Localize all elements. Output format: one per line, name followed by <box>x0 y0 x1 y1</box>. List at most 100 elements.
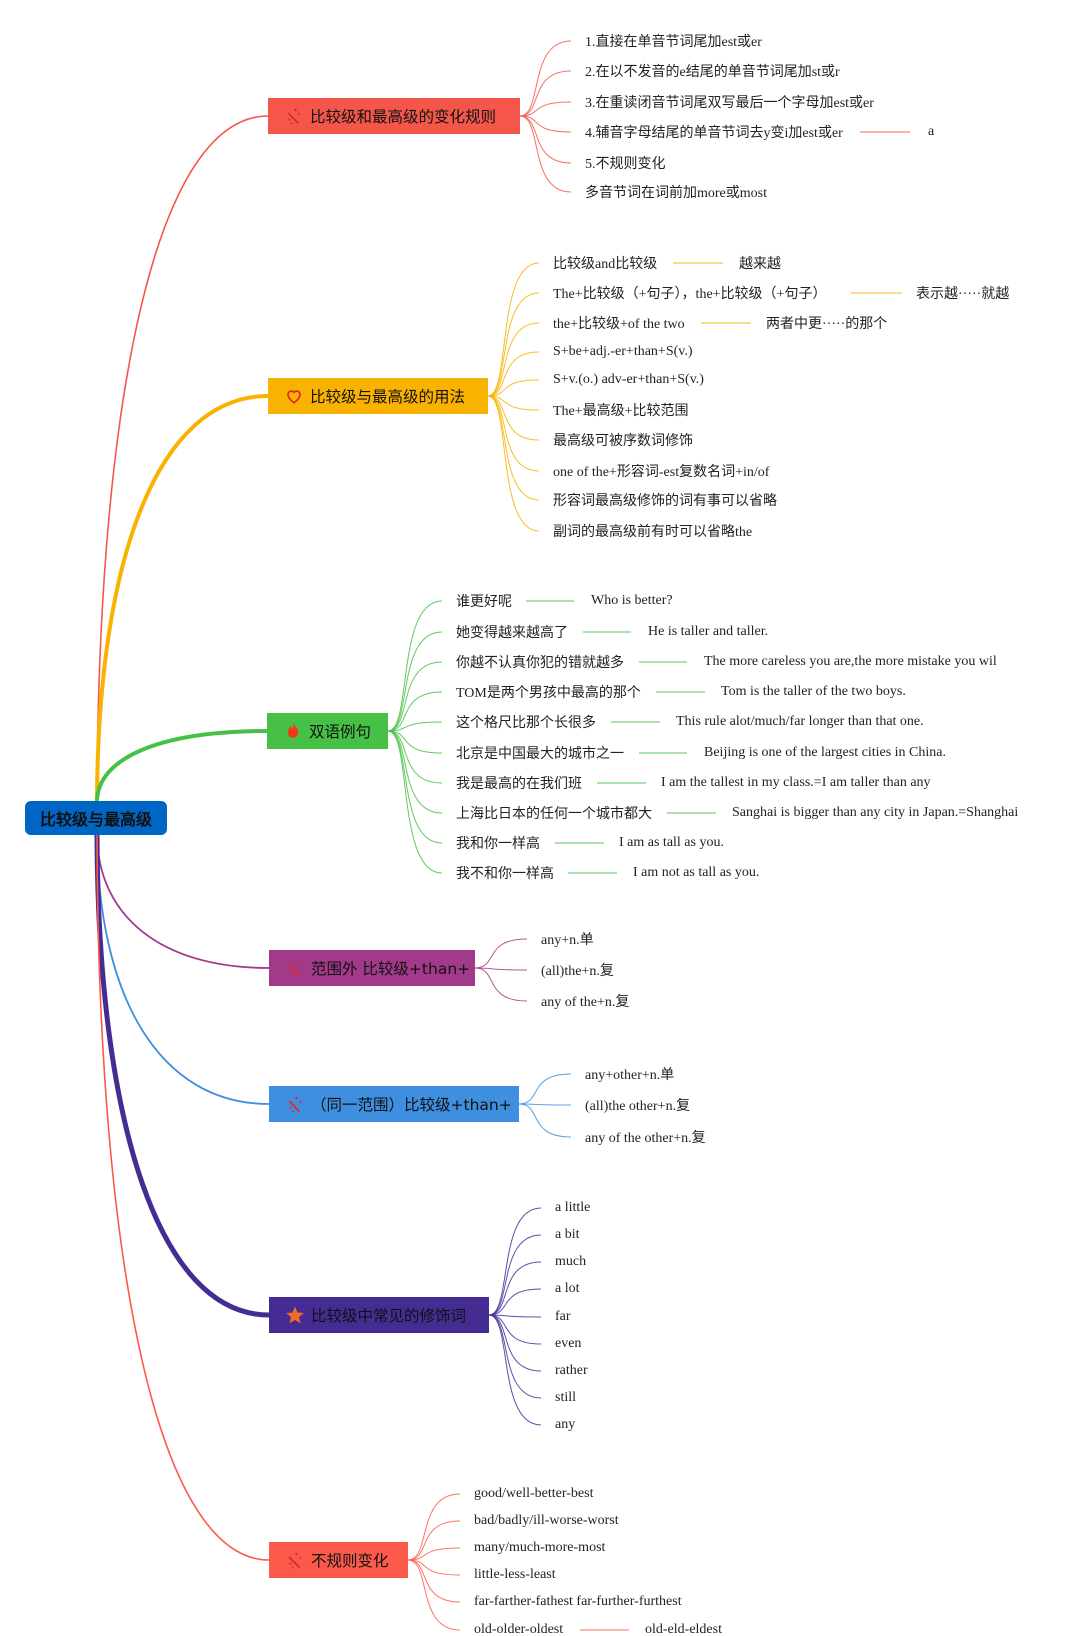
root-connector-3 <box>96 834 270 969</box>
note-node[interactable]: 两者中更·····的那个 <box>766 317 888 332</box>
child-connector <box>488 1234 542 1316</box>
root-label: 比较级与最高级 <box>39 810 152 829</box>
child-node[interactable]: 比较级and比较级 <box>553 257 658 272</box>
branch-node-2[interactable]: 双语例句 <box>267 713 388 749</box>
note-node[interactable]: The more careless you are,the more mista… <box>704 654 997 669</box>
child-node[interactable]: rather <box>555 1363 588 1378</box>
root-connector-2 <box>95 729 268 802</box>
child-node[interactable]: 我和你一样高 <box>456 837 540 852</box>
child-node[interactable]: 她变得越来越高了 <box>456 626 568 641</box>
child-node[interactable]: good/well-better-best <box>474 1486 594 1501</box>
note-node[interactable]: Who is better? <box>591 593 673 608</box>
root-connector-1 <box>95 394 269 802</box>
child-node[interactable]: bad/badly/ill-worse-worst <box>474 1513 619 1528</box>
note-node[interactable]: a <box>928 124 935 139</box>
note-node[interactable]: old-eld-eldest <box>645 1622 722 1636</box>
child-node[interactable]: still <box>555 1390 577 1405</box>
branch-node-0[interactable]: 比较级和最高级的变化规则 <box>268 98 520 134</box>
child-connector <box>518 1073 572 1105</box>
branch-node-6[interactable]: 不规则变化 <box>269 1542 408 1578</box>
child-node[interactable]: S+v.(o.) adv-er+than+S(v.) <box>553 372 704 387</box>
child-node[interactable]: any+n.单 <box>541 933 594 948</box>
child-node[interactable]: 多音节词在词前加more或most <box>585 186 767 201</box>
child-node[interactable]: any of the other+n.复 <box>585 1131 706 1146</box>
child-node[interactable]: 5.不规则变化 <box>585 157 666 172</box>
branch-label: 范围外 比较级+than+ <box>311 960 471 978</box>
child-node[interactable]: far <box>555 1309 571 1324</box>
note-node[interactable]: Tom is the taller of the two boys. <box>721 684 906 699</box>
note-node[interactable]: Beijing is one of the largest cities in … <box>704 745 946 760</box>
branch-label: 比较级中常见的修饰词 <box>311 1307 467 1325</box>
note-node[interactable]: I am the tallest in my class.=I am talle… <box>661 775 931 790</box>
root-node[interactable]: 比较级与最高级 <box>25 801 167 835</box>
note-node[interactable]: 表示越·····就越 <box>916 287 1010 302</box>
child-node[interactable]: a bit <box>555 1227 580 1242</box>
child-connector <box>474 938 528 969</box>
child-node[interactable]: The+最高级+比较范围 <box>553 404 689 419</box>
child-node[interactable]: 这个格尺比那个长很多 <box>456 716 596 731</box>
star-icon <box>285 1305 305 1325</box>
child-node[interactable]: 你越不认真你犯的错就越多 <box>456 656 624 671</box>
note-node[interactable]: He is taller and taller. <box>648 624 769 639</box>
child-connector <box>518 1103 572 1138</box>
child-node[interactable]: many/much-more-most <box>474 1540 606 1555</box>
child-connector <box>488 1288 542 1316</box>
child-connector <box>519 70 572 117</box>
child-node[interactable]: 谁更好呢 <box>456 595 512 610</box>
branch-node-3[interactable]: 范围外 比较级+than+ <box>269 950 475 986</box>
child-connector <box>387 721 443 732</box>
child-connector <box>387 661 443 732</box>
child-connector <box>487 395 540 441</box>
root-connector-6 <box>96 834 270 1561</box>
child-connector <box>407 1559 461 1631</box>
child-node[interactable]: (all)the other+n.复 <box>585 1099 691 1114</box>
child-node[interactable]: 我不和你一样高 <box>456 867 554 882</box>
child-connector <box>487 292 540 397</box>
child-node[interactable]: The+比较级（+句子），the+比较级（+句子） <box>553 287 827 302</box>
child-node[interactable]: any of the+n.复 <box>541 995 630 1010</box>
child-connector <box>487 379 540 397</box>
child-node[interactable]: 1.直接在单音节词尾加est或er <box>585 35 762 50</box>
child-node[interactable]: old-older-oldest <box>474 1622 564 1636</box>
child-node[interactable]: 3.在重读闭音节词尾双写最后一个字母加est或er <box>585 96 874 111</box>
branch-node-4[interactable]: （同一范围）比较级+than+ <box>269 1086 519 1122</box>
child-connector <box>487 395 540 501</box>
child-node[interactable]: S+be+adj.-er+than+S(v.) <box>553 344 693 359</box>
child-node[interactable]: far-farther-fathest far-further-furthest <box>474 1594 682 1609</box>
child-connector <box>487 262 540 397</box>
root-connector-5 <box>94 834 270 1318</box>
child-connector <box>387 730 443 844</box>
child-connector <box>387 691 443 732</box>
note-node[interactable]: I am not as tall as you. <box>633 865 760 880</box>
child-node[interactable]: one of the+形容词-est复数名词+in/of <box>553 465 770 480</box>
magic-wand-icon <box>285 1094 305 1114</box>
child-node[interactable]: any <box>555 1417 576 1432</box>
child-node[interactable]: any+other+n.单 <box>585 1068 675 1083</box>
branch-node-1[interactable]: 比较级与最高级的用法 <box>268 378 488 414</box>
note-node[interactable]: This rule alot/much/far longer than that… <box>676 714 924 729</box>
child-node[interactable]: 副词的最高级前有时可以省略the <box>553 525 753 540</box>
branch-label: 比较级与最高级的用法 <box>310 388 466 406</box>
note-node[interactable]: 越来越 <box>739 257 781 272</box>
child-node[interactable]: a lot <box>555 1281 580 1296</box>
fire-icon <box>283 721 303 741</box>
magic-wand-icon <box>285 1550 305 1570</box>
child-node[interactable]: the+比较级+of the two <box>553 317 685 332</box>
branch-node-5[interactable]: 比较级中常见的修饰词 <box>269 1297 489 1333</box>
child-node[interactable]: 北京是中国最大的城市之一 <box>456 747 624 762</box>
child-node[interactable]: TOM是两个男孩中最高的那个 <box>456 686 641 701</box>
child-node[interactable]: much <box>555 1254 587 1269</box>
child-node[interactable]: 4.辅音字母结尾的单音节词去y变i加est或er <box>585 126 843 141</box>
note-node[interactable]: Sanghai is bigger than any city in Japan… <box>732 805 1019 820</box>
child-node[interactable]: even <box>555 1336 582 1351</box>
child-node[interactable]: (all)the+n.复 <box>541 964 614 979</box>
child-node[interactable]: a little <box>555 1200 591 1215</box>
note-node[interactable]: I am as tall as you. <box>619 835 724 850</box>
child-node[interactable]: little-less-least <box>474 1567 556 1582</box>
child-node[interactable]: 最高级可被序数词修饰 <box>553 434 693 449</box>
child-node[interactable]: 形容词最高级修饰的词有事可以省略 <box>553 494 777 509</box>
child-node[interactable]: 上海比日本的任何一个城市都大 <box>456 807 652 822</box>
child-node[interactable]: 我是最高的在我们班 <box>456 777 582 792</box>
child-node[interactable]: 2.在以不发音的e结尾的单音节词尾加st或r <box>585 65 840 80</box>
